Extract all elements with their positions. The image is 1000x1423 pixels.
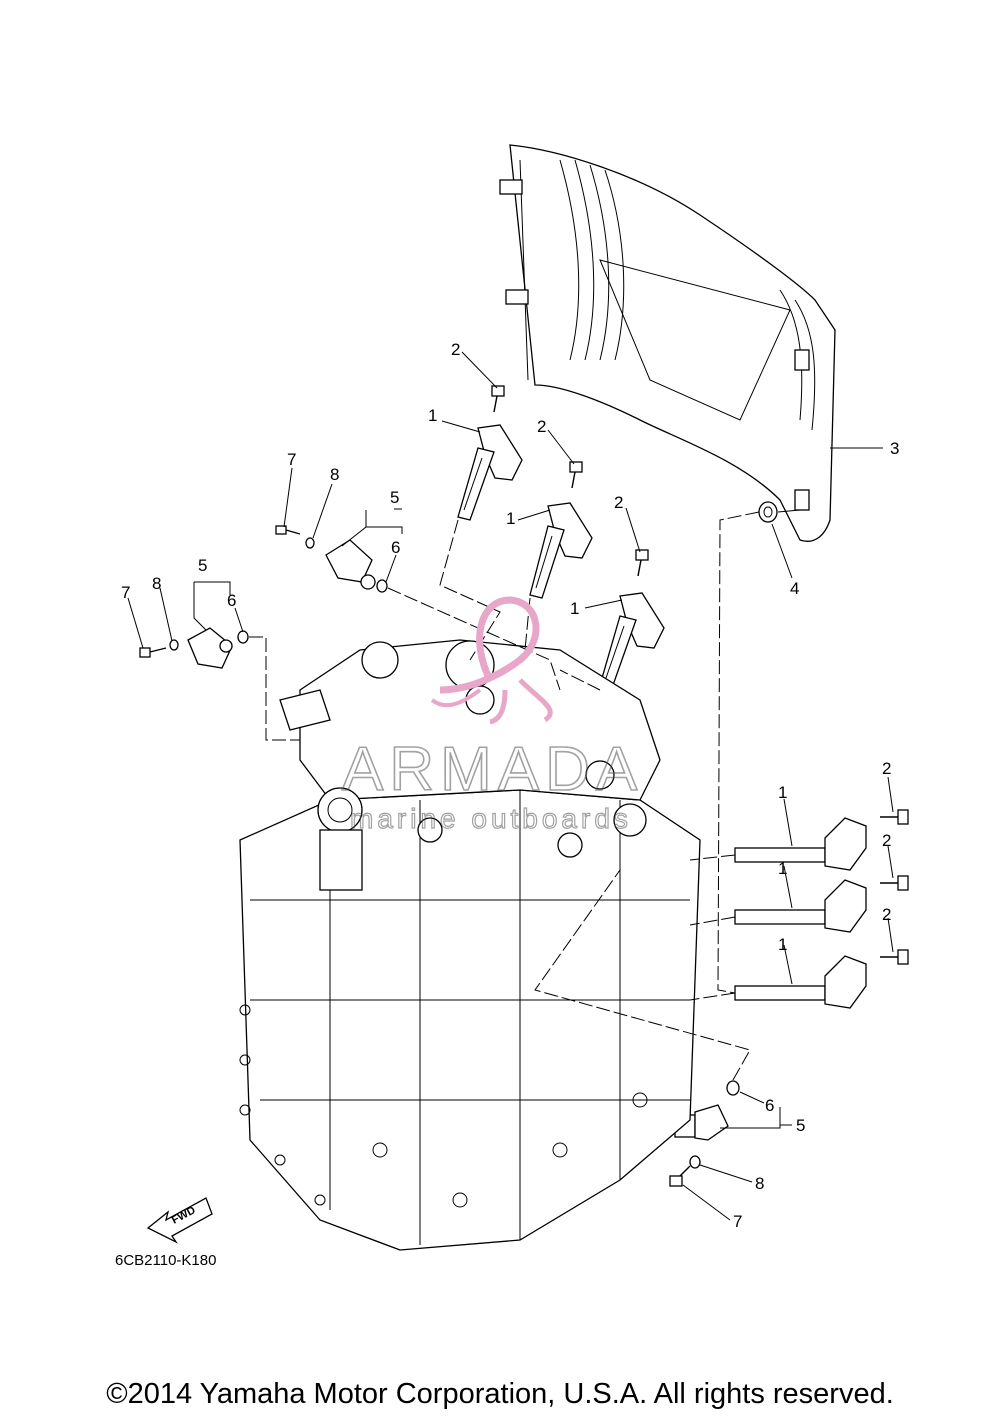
- callout-6: 6: [765, 1096, 774, 1115]
- callout-6: 6: [227, 591, 236, 610]
- callout-3: 3: [890, 439, 899, 458]
- watermark-brand: ARMADA: [342, 735, 643, 804]
- bolt-upper[interactable]: [275, 525, 301, 535]
- bolt-top-2[interactable]: [569, 461, 583, 489]
- grommet-part-4[interactable]: [758, 501, 778, 523]
- bolt-right-2[interactable]: [880, 875, 909, 891]
- bolt-top-3[interactable]: [635, 549, 649, 577]
- callout-7: 7: [121, 583, 130, 602]
- washer-upper[interactable]: [305, 537, 315, 549]
- sensor-left[interactable]: [187, 627, 233, 669]
- callout-1: 1: [570, 599, 579, 618]
- callout-2: 2: [614, 493, 623, 512]
- diagram-code: 6CB2110-K180: [115, 1252, 216, 1269]
- callout-1: 1: [778, 935, 787, 954]
- watermark-tagline: marine outboards: [350, 803, 632, 834]
- engine-cover-part-3[interactable]: [499, 144, 836, 542]
- o-ring-left[interactable]: [237, 630, 249, 644]
- callout-5: 5: [390, 488, 399, 507]
- callout-2: 2: [882, 831, 891, 850]
- o-ring-lower[interactable]: [726, 1080, 740, 1096]
- callout-2: 2: [882, 759, 891, 778]
- ignition-coil-right-2[interactable]: [734, 879, 867, 933]
- ignition-coil-right-3[interactable]: [734, 955, 867, 1009]
- callout-1: 1: [778, 859, 787, 878]
- washer-lower[interactable]: [689, 1155, 701, 1169]
- bolt-top-1[interactable]: [491, 385, 505, 413]
- callout-8: 8: [330, 465, 339, 484]
- bolt-lower[interactable]: [669, 1165, 691, 1187]
- leader-lines: [127, 351, 894, 1221]
- callout-7: 7: [733, 1212, 742, 1231]
- fwd-arrow-icon: FWD: [146, 1197, 213, 1244]
- callout-2: 2: [537, 417, 546, 436]
- bolt-right-3[interactable]: [880, 949, 909, 965]
- cylinder-head-assembly: [239, 639, 701, 1251]
- o-ring-upper[interactable]: [376, 579, 388, 593]
- watermark-logo-icon: [430, 596, 553, 725]
- copyright-notice: ©2014 Yamaha Motor Corporation, U.S.A. A…: [106, 1378, 894, 1410]
- ignition-coil-right-1[interactable]: [734, 817, 867, 871]
- ignition-coil-top-3[interactable]: [599, 592, 665, 689]
- watermark: ARMADA marine outboards: [341, 596, 643, 835]
- callout-1: 1: [778, 783, 787, 802]
- bolt-left[interactable]: [139, 647, 167, 658]
- callout-8: 8: [755, 1174, 764, 1193]
- callout-2: 2: [451, 340, 460, 359]
- callout-5: 5: [198, 556, 207, 575]
- callout-6: 6: [391, 538, 400, 557]
- callout-7: 7: [287, 450, 296, 469]
- callout-8: 8: [152, 574, 161, 593]
- washer-left[interactable]: [169, 639, 179, 651]
- ignition-coil-top-2[interactable]: [529, 502, 593, 599]
- callout-labels: 1 1 1 1 1 1 2 2 2 2 2 2 3 4 5 5 5 6 6 6 …: [121, 340, 899, 1231]
- sensor-upper-left[interactable]: [325, 539, 376, 590]
- callout-1: 1: [428, 406, 437, 425]
- callout-2: 2: [882, 905, 891, 924]
- callout-1: 1: [506, 509, 515, 528]
- ignition-coil-top-1[interactable]: [457, 424, 523, 521]
- callout-4: 4: [790, 579, 799, 598]
- callout-5: 5: [796, 1116, 805, 1135]
- bolt-right-1[interactable]: [880, 809, 909, 825]
